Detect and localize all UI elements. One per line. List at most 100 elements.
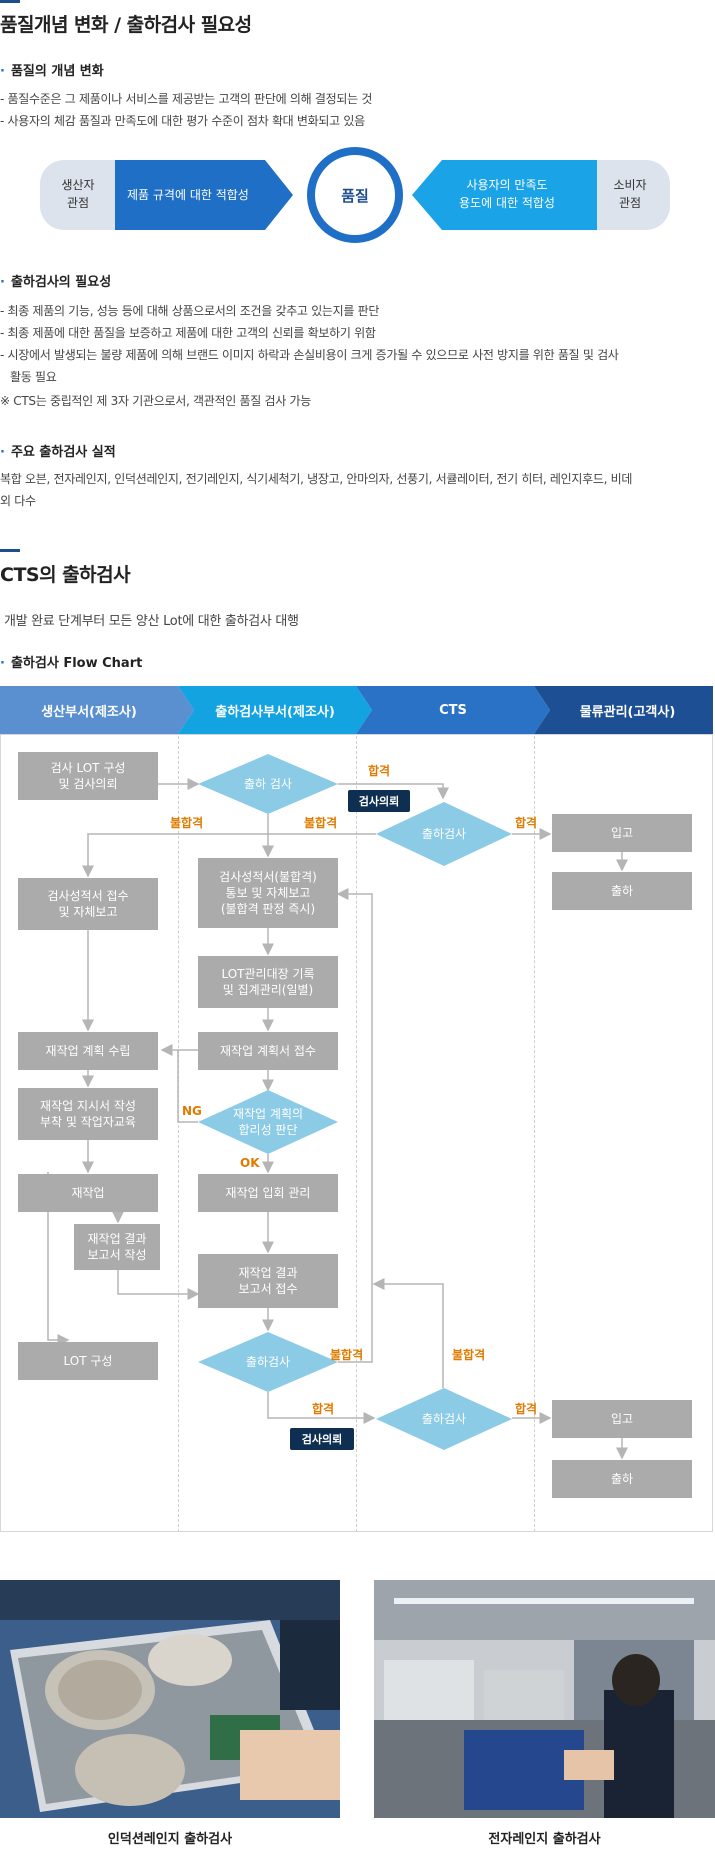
consumer-fit: 사용자의 만족도 용도에 대한 적합성 xyxy=(447,176,567,212)
header-cts: CTS xyxy=(439,702,467,718)
section-title-quality: 품질개념 변화 / 출하검사 필요성 xyxy=(0,14,252,36)
consumer-label: 소비자 관점 xyxy=(600,176,660,212)
label-fail: 불합격 xyxy=(330,1348,364,1362)
label-fail: 불합격 xyxy=(452,1348,486,1362)
box-ship-1: 출하 xyxy=(552,872,692,910)
cts-description: 개발 완료 단계부터 모든 양산 Lot에 대한 출하검사 대행 xyxy=(4,614,299,629)
quality-center-circle: 품질 xyxy=(307,147,403,243)
box-rework-plan-recv-text: 재작업 계획서 접수 xyxy=(220,1044,316,1058)
box-rework-report: 재작업 결과 보고서 작성 xyxy=(74,1224,160,1270)
microwave-photo-illustration xyxy=(374,1580,715,1818)
consumer-label-line1: 소비자 xyxy=(613,178,647,192)
label-pass: 합격 xyxy=(312,1402,335,1416)
box-cert-receive-text: 검사성적서 접수 및 자체보고 xyxy=(47,889,129,919)
results-line-1: 복합 오븐, 전자레인지, 인덕션레인지, 전기레인지, 식기세척기, 냉장고,… xyxy=(0,472,633,486)
label-pass: 합격 xyxy=(515,816,538,830)
diamond-rework-judge-text: 재작업 계획의 합리성 판단 xyxy=(232,1107,304,1137)
producer-label-line2: 관점 xyxy=(66,196,90,210)
box-stock-in-1-text: 입고 xyxy=(610,826,634,840)
header-production: 생산부서(제조사) xyxy=(41,704,137,720)
consumer-fit-line1: 사용자의 만족도 xyxy=(466,178,548,192)
concept-line-2: - 사용자의 체감 품질과 만족도에 대한 평가 수준이 점차 확대 변화되고 … xyxy=(0,114,365,128)
photo-induction-inspection xyxy=(0,1580,340,1818)
subheading-flowchart-text: 출하검사 Flow Chart xyxy=(10,656,143,671)
box-lot-ledger-text: LOT관리대장 기록 및 집계관리(일별) xyxy=(221,967,315,997)
label-pass: 합격 xyxy=(368,764,391,778)
box-rework: 재작업 xyxy=(18,1174,158,1212)
box-rework-report-text: 재작업 결과 보고서 작성 xyxy=(87,1232,147,1262)
box-lot-config: 검사 LOT 구성 및 검사의뢰 xyxy=(18,752,158,800)
photo-microwave-inspection xyxy=(374,1580,715,1818)
box-rework-text: 재작업 xyxy=(71,1186,105,1200)
necessity-line-3: - 시장에서 발생되는 불량 제품에 의해 브랜드 이미지 하락과 손실비용이 … xyxy=(0,348,619,362)
subheading-necessity: · 출하검사의 필요성 xyxy=(0,271,111,290)
lane-separator xyxy=(356,736,357,1532)
caption-induction: 인덕션레인지 출하검사 xyxy=(107,1832,233,1847)
box-rework-plan-text: 재작업 계획 수립 xyxy=(45,1044,131,1058)
label-ok: OK xyxy=(240,1156,260,1170)
box-lot-config-text: 검사 LOT 구성 및 검사의뢰 xyxy=(50,761,126,791)
subheading-concept-text: 품질의 개념 변화 xyxy=(10,64,104,79)
diamond-ship-inspect-b xyxy=(198,1332,338,1392)
consumer-arrow xyxy=(412,160,597,230)
necessity-note: ※ CTS는 중립적인 제 3자 기관으로서, 객관적인 품질 검사 가능 xyxy=(0,394,311,408)
diamond-cts-inspect-b xyxy=(376,1388,512,1450)
caption-microwave: 전자레인지 출하검사 xyxy=(488,1832,601,1847)
flowchart-header-bar xyxy=(0,686,713,734)
box-ship-2: 출하 xyxy=(552,1460,692,1498)
producer-label: 생산자 관점 xyxy=(48,176,108,212)
box-rework-plan: 재작업 계획 수립 xyxy=(18,1032,158,1070)
box-rework-report-recv-text: 재작업 결과 보고서 접수 xyxy=(238,1266,298,1296)
label-fail: 불합격 xyxy=(304,816,338,830)
subheading-necessity-text: 출하검사의 필요성 xyxy=(10,275,112,290)
box-rework-report-recv: 재작업 결과 보고서 접수 xyxy=(198,1254,338,1308)
subheading-concept: · 품질의 개념 변화 xyxy=(0,60,104,79)
box-rework-order-text: 재작업 지시서 작성 부착 및 작업자교육 xyxy=(40,1099,136,1129)
header-inspection-dept: 출하검사부서(제조사) xyxy=(215,704,335,720)
section-accent-bar xyxy=(0,0,20,3)
box-cert-notice-text: 검사성적서(불합격) 통보 및 자체보고 (불합격 판정 즉시) xyxy=(219,870,317,916)
diamond-cts-inspect-b-text: 출하검사 xyxy=(421,1412,467,1426)
label-pass: 합격 xyxy=(515,1402,538,1416)
concept-line-1: - 품질수준은 그 제품이나 서비스를 제공받는 고객의 판단에 의해 결정되는… xyxy=(0,92,373,106)
label-ng: NG xyxy=(182,1104,202,1118)
box-lot-ledger: LOT관리대장 기록 및 집계관리(일별) xyxy=(198,956,338,1008)
box-lot-config-2: LOT 구성 xyxy=(18,1342,158,1380)
necessity-line-1: - 최종 제품의 기능, 성능 등에 대해 상품으로서의 조건을 갖추고 있는지… xyxy=(0,304,380,318)
lane-separator xyxy=(534,736,535,1532)
box-rework-order: 재작업 지시서 작성 부착 및 작업자교육 xyxy=(18,1088,158,1140)
section-title-cts: CTS의 출하검사 xyxy=(0,564,131,586)
necessity-line-4: 활동 필요 xyxy=(10,370,57,384)
header-logistics: 물류관리(고객사) xyxy=(579,704,676,720)
bullet-icon: · xyxy=(0,275,5,290)
bullet-icon: · xyxy=(0,445,5,460)
label-fail: 불합격 xyxy=(170,816,204,830)
subheading-results: · 주요 출하검사 실적 xyxy=(0,441,116,460)
necessity-line-2: - 최종 제품에 대한 품질을 보증하고 제품에 대한 고객의 신뢰를 확보하기… xyxy=(0,326,376,340)
bullet-icon: · xyxy=(0,64,5,79)
label-request: 검사의뢰 xyxy=(348,790,410,812)
box-cert-receive: 검사성적서 접수 및 자체보고 xyxy=(18,878,158,930)
box-ship-2-text: 출하 xyxy=(610,1472,634,1486)
box-rework-attend: 재작업 입회 관리 xyxy=(198,1174,338,1212)
bullet-icon: · xyxy=(0,656,5,671)
diamond-rework-judge xyxy=(198,1090,338,1154)
producer-label-line1: 생산자 xyxy=(61,178,95,192)
box-stock-in-2-text: 입고 xyxy=(610,1412,634,1426)
producer-arrow xyxy=(115,160,293,230)
box-ship-1-text: 출하 xyxy=(610,884,634,898)
results-line-2: 외 다수 xyxy=(0,494,36,508)
diamond-cts-inspect-a-text: 출하검사 xyxy=(421,827,467,841)
consumer-label-line2: 관점 xyxy=(618,196,642,210)
producer-fit: 제품 규격에 대한 적합성 xyxy=(127,188,249,202)
lane-separator xyxy=(178,736,179,1532)
diamond-ship-inspect-a xyxy=(198,754,338,814)
induction-photo-illustration xyxy=(0,1580,340,1818)
diamond-cts-inspect-a xyxy=(376,802,512,866)
diamond-ship-inspect-b-text: 출하검사 xyxy=(245,1355,291,1369)
subheading-results-text: 주요 출하검사 실적 xyxy=(10,445,116,460)
box-cert-notice: 검사성적서(불합격) 통보 및 자체보고 (불합격 판정 즉시) xyxy=(198,858,338,928)
box-rework-attend-text: 재작업 입회 관리 xyxy=(225,1186,311,1200)
label-request: 검사의뢰 xyxy=(290,1428,354,1450)
